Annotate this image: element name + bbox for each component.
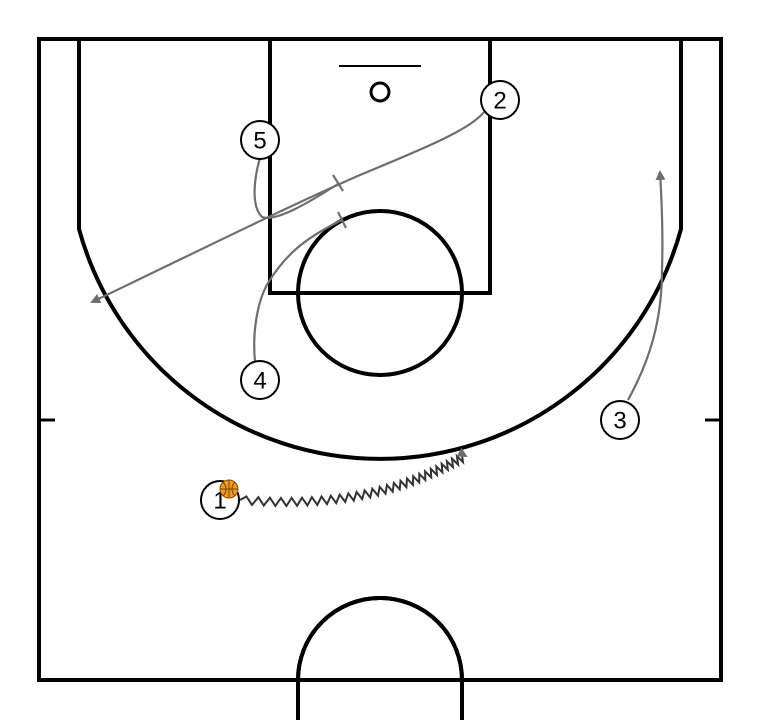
free-throw-circle <box>296 209 464 377</box>
player-2-label: 2 <box>493 88 506 115</box>
player-5[interactable]: 5 <box>240 120 280 160</box>
three-point-line <box>77 39 683 461</box>
player-2[interactable]: 2 <box>480 80 520 120</box>
player-4-screen-mark <box>337 211 347 229</box>
player-5-screen-path <box>253 157 339 219</box>
basketball-icon <box>219 479 239 499</box>
player-4[interactable]: 4 <box>240 360 280 400</box>
player-3-label: 3 <box>613 408 626 435</box>
player-5-label: 5 <box>253 128 266 155</box>
court-boundary <box>37 37 723 682</box>
player-4-label: 4 <box>253 368 266 395</box>
player-4-screen-path <box>253 219 343 363</box>
player-3-cut-path <box>627 170 666 401</box>
basket-hoop-icon <box>369 81 391 103</box>
player-2-cut-path <box>90 111 485 304</box>
player-1-dribble-path <box>239 447 468 508</box>
center-circle <box>296 596 464 720</box>
free-throw-lane <box>268 37 492 295</box>
center-circle-top <box>296 596 464 681</box>
player-3[interactable]: 3 <box>600 400 640 440</box>
player-5-screen-mark <box>332 174 344 192</box>
